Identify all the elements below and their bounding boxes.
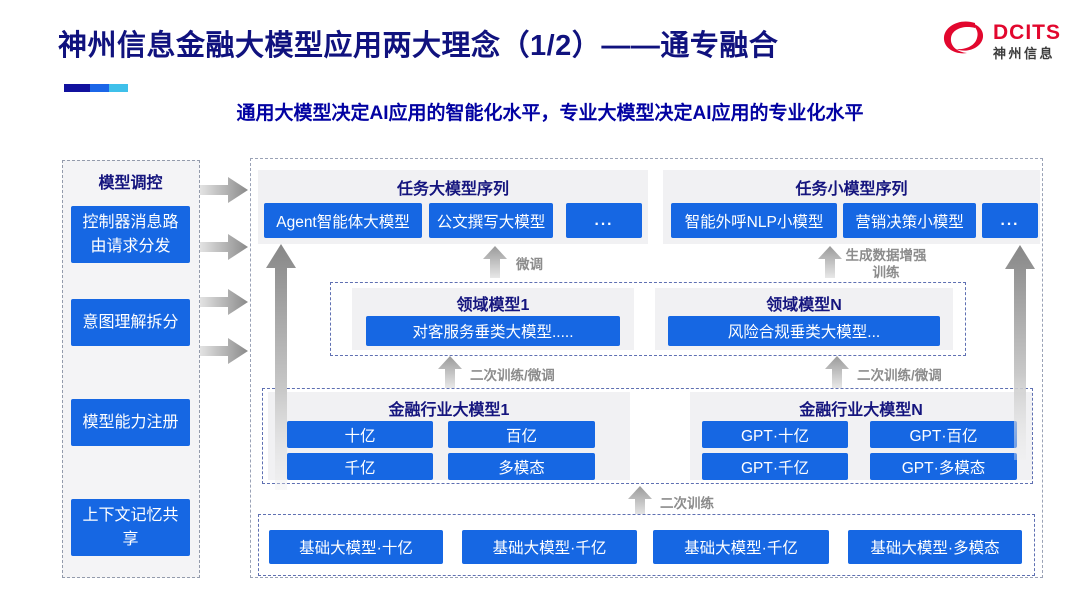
group-title: 任务大模型序列 bbox=[396, 181, 509, 198]
title-accent-bar bbox=[64, 84, 128, 92]
right-arrow-icon bbox=[200, 289, 248, 315]
arrow-label-retrain: 二次训练 bbox=[660, 496, 714, 511]
up-arrow-icon bbox=[825, 356, 849, 388]
sidebar-model-control: 模型调控 控制器消息路由请求分发 意图理解拆分 模型能力注册 上下文记忆共享 bbox=[62, 160, 200, 578]
sidebar-item-register: 模型能力注册 bbox=[71, 399, 190, 446]
model-box-base-100b-2: 基础大模型·千亿 bbox=[653, 530, 829, 564]
model-box-gpt-1b: GPT·十亿 bbox=[702, 421, 848, 448]
model-box-base-1b: 基础大模型·十亿 bbox=[269, 530, 443, 564]
sidebar-item-intent: 意图理解拆分 bbox=[71, 299, 190, 346]
model-box-agent: Agent智能体大模型 bbox=[264, 203, 422, 238]
model-box-base-multimodal: 基础大模型·多模态 bbox=[848, 530, 1022, 564]
model-box-multimodal: 多模态 bbox=[448, 453, 595, 480]
model-box-10b: 百亿 bbox=[448, 421, 595, 448]
model-box-gpt-multimodal: GPT·多模态 bbox=[870, 453, 1017, 480]
right-arrow-icon bbox=[200, 234, 248, 260]
model-box-nlp-outbound: 智能外呼NLP小模型 bbox=[671, 203, 837, 238]
slide-subtitle: 通用大模型决定AI应用的智能化水平，专业大模型决定AI应用的专业化水平 bbox=[236, 103, 864, 124]
model-box-customer-service: 对客服务垂类大模型..... bbox=[366, 316, 620, 346]
group-title: 金融行业大模型1 bbox=[388, 402, 510, 419]
page-title: 神州信息金融大模型应用两大理念（1/2）——通专融合 bbox=[58, 30, 779, 62]
sidebar-title: 模型调控 bbox=[98, 175, 163, 192]
right-arrow-icon bbox=[200, 338, 248, 364]
model-box-marketing-decision: 营销决策小模型 bbox=[843, 203, 976, 238]
arrow-label-retrain-finetune: 二次训练/微调 bbox=[470, 368, 555, 383]
logo-text: DCITS bbox=[993, 21, 1061, 45]
arrow-label-finetune: 微调 bbox=[516, 257, 543, 272]
model-box-base-100b: 基础大模型·千亿 bbox=[462, 530, 637, 564]
model-box-1b: 十亿 bbox=[287, 421, 433, 448]
tall-up-arrow-icon bbox=[266, 244, 296, 490]
group-title: 领域模型1 bbox=[456, 297, 530, 314]
arrow-label-gen-data: 生成数据增强训练 bbox=[845, 248, 927, 280]
group-title: 金融行业大模型N bbox=[799, 402, 923, 419]
logo-text-cn: 神州信息 bbox=[993, 46, 1056, 62]
up-arrow-icon bbox=[818, 246, 842, 278]
dcits-swirl-icon bbox=[942, 20, 986, 63]
model-box-gpt-100b: GPT·千亿 bbox=[702, 453, 848, 480]
model-box-100b: 千亿 bbox=[287, 453, 433, 480]
up-arrow-icon bbox=[483, 246, 507, 278]
group-title: 领域模型N bbox=[766, 297, 842, 314]
model-box-gpt-10b: GPT·百亿 bbox=[870, 421, 1017, 448]
group-title: 任务小模型序列 bbox=[795, 181, 908, 198]
arrow-label-retrain-finetune: 二次训练/微调 bbox=[857, 368, 942, 383]
company-logo: DCITS 神州信息 bbox=[942, 20, 1061, 63]
tall-up-arrow-icon bbox=[1005, 245, 1035, 460]
up-arrow-icon bbox=[628, 486, 652, 516]
model-box-document-writing: 公文撰写大模型 bbox=[429, 203, 553, 238]
right-arrow-icon bbox=[200, 177, 248, 203]
model-box-more: ... bbox=[982, 203, 1038, 238]
model-box-more: ... bbox=[566, 203, 642, 238]
model-box-risk-compliance: 风险合规垂类大模型... bbox=[668, 316, 940, 346]
sidebar-item-router: 控制器消息路由请求分发 bbox=[71, 206, 190, 263]
up-arrow-icon bbox=[438, 356, 462, 388]
sidebar-item-context: 上下文记忆共享 bbox=[71, 499, 190, 556]
